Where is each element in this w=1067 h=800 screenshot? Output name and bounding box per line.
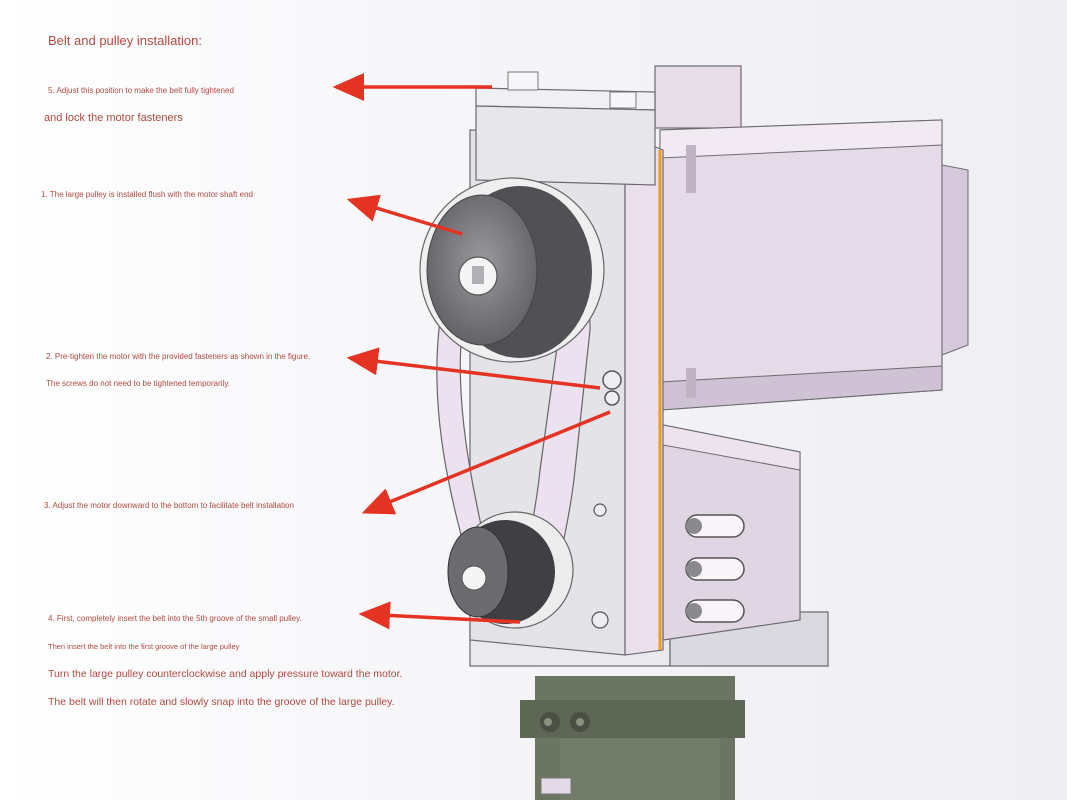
annotation-step5-line1: 5. Adjust this position to make the belt… (48, 86, 234, 95)
annotation-step4-line4: The belt will then rotate and slowly sna… (48, 696, 395, 708)
annotation-step1-line1: 1. The large pulley is installed flush w… (41, 190, 253, 199)
annotation-step5-line2: and lock the motor fasteners (44, 112, 183, 124)
annotation-step4-line1: 4. First, completely insert the belt int… (48, 614, 302, 623)
diagram-title: Belt and pulley installation: (48, 33, 202, 48)
motor-body (654, 65, 969, 411)
arrow-step4 (358, 601, 521, 630)
arrow-step2 (346, 347, 601, 390)
small-pulley (447, 511, 574, 629)
arrow-step1 (346, 194, 463, 236)
annotation-step4-line3: Turn the large pulley counterclockwise a… (48, 668, 403, 680)
annotation-step4-line2: Then insert the belt into the first groo… (48, 642, 240, 651)
annotation-step3-line1: 3. Adjust the motor downward to the bott… (44, 501, 294, 510)
base-column (520, 676, 745, 800)
large-pulley (419, 177, 605, 363)
callout-arrows (332, 73, 611, 630)
annotation-step2-line2: The screws do not need to be tightened t… (46, 379, 230, 388)
lower-housing (662, 424, 801, 641)
annotation-step2-line1: 2. Pre-tighten the motor with the provid… (46, 352, 311, 361)
arrow-step3 (361, 410, 611, 515)
top-adjust-block (475, 71, 656, 186)
